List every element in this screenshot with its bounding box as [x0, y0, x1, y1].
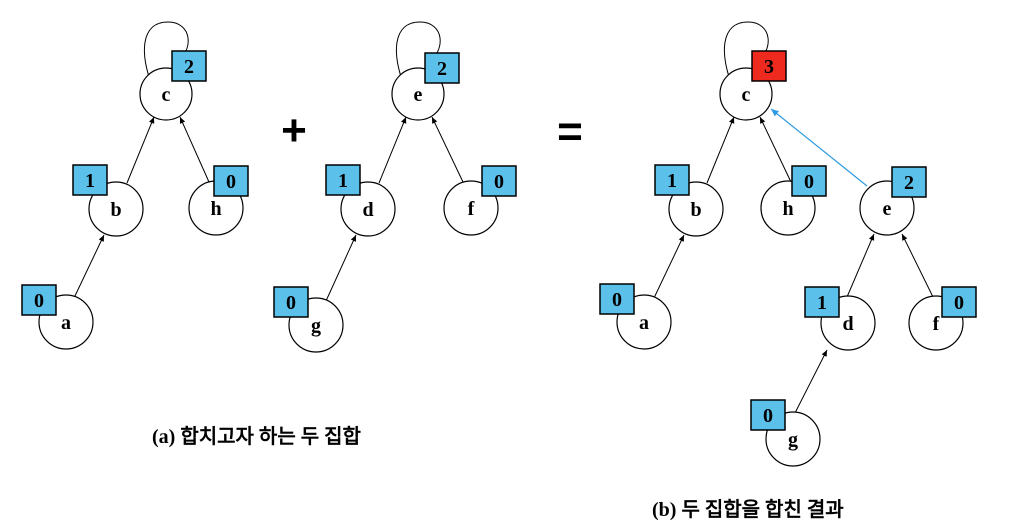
edge-h-c [179, 116, 210, 183]
node-b-label: b [690, 199, 701, 221]
caption-a: (a) 합치고자 하는 두 집합 [152, 425, 362, 448]
node-f-label: f [933, 313, 940, 335]
node-a-label: a [639, 312, 649, 334]
node-b-label: b [110, 199, 121, 221]
rank-box-h [213, 165, 249, 197]
plus-operator: + [281, 106, 307, 155]
rank-e-label: 2 [904, 172, 914, 194]
equals-operator: = [557, 107, 583, 156]
rank-box-h [791, 165, 827, 197]
set-a2: e 2 d 1 f 0 g 0 [273, 21, 517, 353]
rank-box-g [273, 286, 309, 318]
rank-f-label: 0 [954, 292, 964, 314]
rank-a-label: 0 [34, 290, 44, 312]
rank-box-d [804, 286, 840, 318]
node-g-label: g [788, 429, 798, 451]
rank-d-label: 1 [338, 170, 348, 192]
rank-g-label: 0 [286, 292, 296, 314]
rank-box-b [72, 164, 108, 196]
rank-c-label: 3 [764, 56, 774, 78]
node-h-label: h [210, 198, 221, 220]
rank-b-label: 1 [85, 170, 95, 192]
edge-c-self-loop [143, 21, 189, 86]
edge-b-c [126, 116, 155, 184]
rank-h-label: 0 [226, 171, 236, 193]
rank-h-label: 0 [804, 171, 814, 193]
rank-g-label: 0 [763, 405, 773, 427]
node-a-label: a [61, 312, 71, 334]
rank-b-label: 1 [667, 170, 677, 192]
rank-box-f [481, 165, 517, 197]
rank-box-a [599, 283, 635, 315]
rank-box-c-updated [751, 50, 787, 82]
edge-f-e-result [901, 233, 934, 298]
rank-box-d [325, 164, 361, 196]
edge-a-b [73, 234, 105, 299]
node-e-label: e [414, 84, 423, 106]
node-f-label: f [468, 198, 475, 220]
rank-box-f [941, 286, 977, 318]
edge-c-self-loop-result [723, 21, 769, 86]
edge-e-c-new [770, 108, 868, 187]
node-g-label: g [311, 315, 321, 337]
edge-b-c-result [706, 116, 735, 184]
edge-e-self-loop [395, 21, 441, 86]
caption-b: (b) 두 집합을 합친 결과 [652, 498, 844, 521]
rank-box-b [654, 164, 690, 196]
rank-c-label: 2 [184, 56, 194, 78]
rank-box-c [171, 50, 207, 82]
result-set: c 3 b 1 h 0 a 0 e 2 d 1 f 0 g 0 [599, 21, 977, 467]
node-c-label: c [742, 84, 751, 106]
edge-h-c-result [759, 116, 792, 183]
rank-box-e [891, 166, 927, 198]
set-a1: c 2 b 1 h 0 a 0 [21, 21, 249, 350]
node-d-label: d [842, 313, 853, 335]
edge-a-b-result [653, 234, 685, 299]
rank-f-label: 0 [494, 171, 504, 193]
node-h-label: h [782, 198, 793, 220]
edge-f-e [431, 116, 464, 183]
node-d-label: d [362, 199, 373, 221]
edge-g-d [325, 234, 357, 302]
rank-box-g [750, 399, 786, 431]
edge-d-e [378, 116, 407, 184]
rank-a-label: 0 [612, 289, 622, 311]
rank-box-a [21, 284, 57, 316]
rank-e-label: 2 [437, 58, 447, 80]
rank-d-label: 1 [817, 292, 827, 314]
node-e-label: e [883, 198, 892, 220]
rank-box-e [424, 52, 460, 84]
edge-d-e-result [846, 233, 875, 298]
edge-g-d-result [794, 349, 828, 414]
node-c-label: c [162, 84, 171, 106]
